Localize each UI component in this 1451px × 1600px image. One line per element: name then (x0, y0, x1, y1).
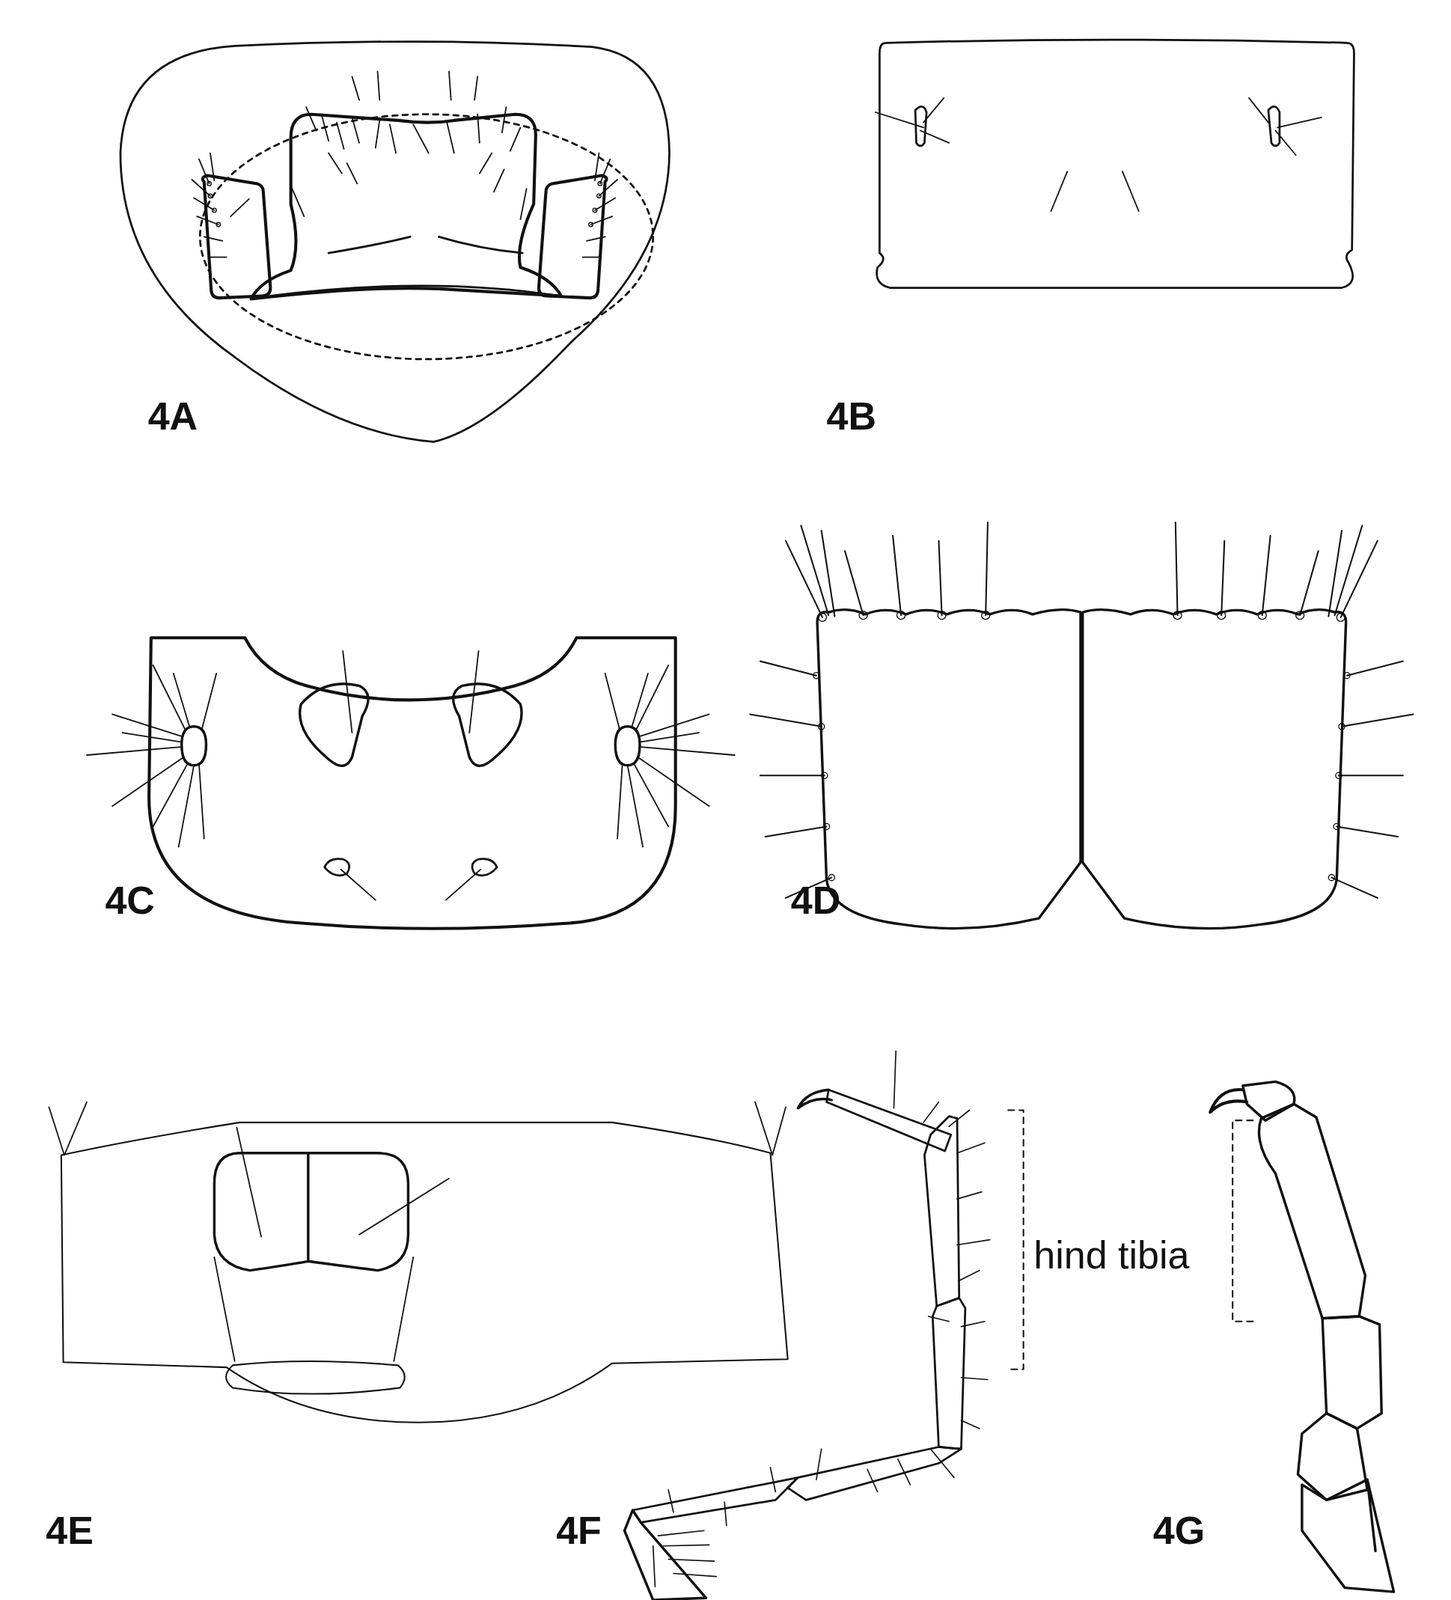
seta (340, 869, 375, 901)
tarsus (826, 1089, 951, 1151)
lower-plate (225, 1361, 405, 1395)
half (749, 522, 1081, 928)
trochanter (1297, 1412, 1368, 1500)
plate-4d (749, 522, 1413, 928)
setae (191, 153, 249, 258)
panel-label: 4B (826, 396, 876, 436)
claw (1210, 1089, 1247, 1113)
sockets (588, 181, 603, 227)
head-capsule (120, 41, 670, 443)
sockets (1173, 611, 1350, 881)
coxa (624, 1510, 707, 1600)
setae (605, 665, 735, 848)
socket (615, 726, 640, 766)
plate-4e (48, 1102, 788, 1423)
seta (446, 869, 481, 901)
tibia (924, 1116, 959, 1307)
spur (915, 106, 1280, 146)
trochanter (632, 1477, 798, 1523)
plate-4f (624, 1050, 1024, 1600)
pit (453, 683, 522, 767)
lobe (817, 609, 1081, 929)
tibia (1258, 1103, 1365, 1318)
sclerite (877, 39, 1355, 288)
half (1082, 522, 1414, 928)
panel-label: 4A (148, 396, 198, 436)
sclerite (61, 1122, 788, 1423)
half (86, 651, 376, 901)
setae (875, 98, 1322, 212)
sockets (207, 181, 221, 227)
sclerite-line (270, 236, 559, 296)
part-label: hind tibia (1033, 1235, 1190, 1275)
sclerite (148, 637, 676, 929)
sockets (813, 611, 991, 881)
lateral-sclerite (191, 153, 271, 299)
setae (86, 665, 217, 848)
dashed-outline (199, 114, 653, 360)
plate-4b (875, 39, 1354, 288)
setae (48, 1102, 785, 1362)
femur (1322, 1316, 1382, 1429)
setae (1175, 522, 1414, 898)
panel-label: 4F (556, 1510, 602, 1550)
half (446, 651, 735, 901)
seta (469, 651, 479, 733)
bracket (1232, 1120, 1253, 1322)
setae (291, 71, 527, 220)
tibia (932, 1297, 966, 1449)
coxa (1302, 1479, 1395, 1592)
bracket (1007, 1110, 1023, 1370)
plate-4g (1210, 1081, 1394, 1592)
panel-label: 4G (1153, 1510, 1205, 1550)
panel-label: 4D (790, 880, 841, 920)
plate (214, 1153, 408, 1271)
pit (300, 683, 369, 767)
seta (342, 651, 352, 733)
lobe (1082, 609, 1347, 929)
socket (181, 726, 207, 766)
setae (653, 1050, 991, 1587)
plate-4a (120, 41, 670, 443)
lateral-sclerite (538, 153, 618, 299)
sclerite (538, 175, 607, 299)
panel-label: 4C (104, 880, 155, 920)
setae (749, 522, 988, 898)
plate-4c (86, 637, 735, 929)
panel-label: 4E (45, 1510, 94, 1550)
setae (582, 153, 618, 258)
sclerite (202, 175, 271, 299)
